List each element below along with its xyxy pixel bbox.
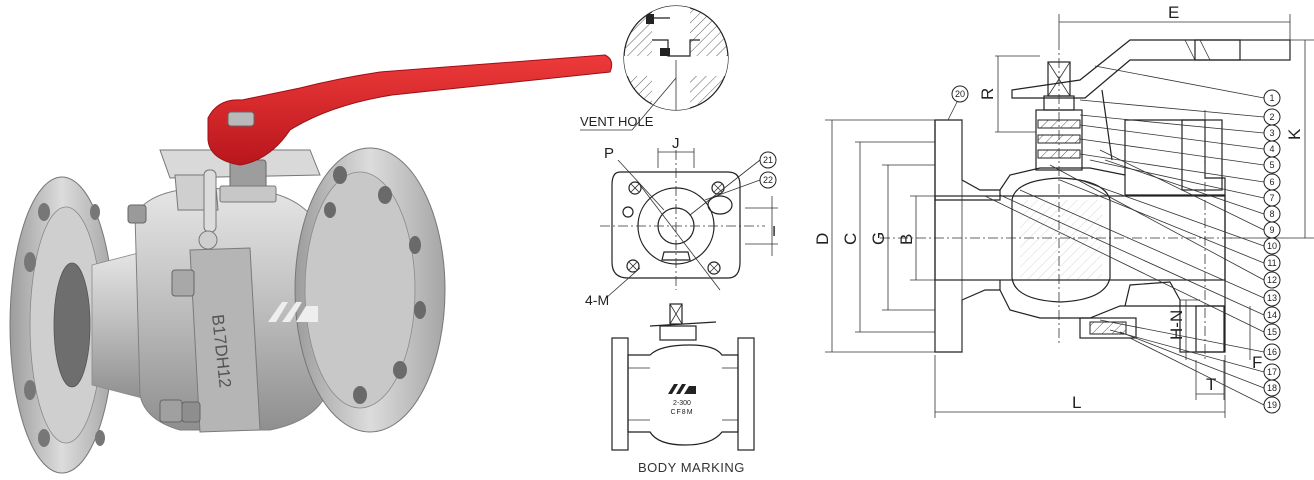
dim-j: J bbox=[672, 135, 680, 152]
svg-text:9: 9 bbox=[1269, 225, 1274, 235]
left-flange-bolt-holes bbox=[24, 203, 105, 447]
dim-k: K bbox=[1285, 128, 1304, 140]
svg-text:2: 2 bbox=[1269, 112, 1274, 122]
svg-text:7: 7 bbox=[1269, 193, 1274, 203]
callout-22: 22 bbox=[759, 171, 777, 189]
callout-17: 17 bbox=[1263, 363, 1281, 381]
svg-text:11: 11 bbox=[1267, 258, 1276, 268]
callout-20: 20 bbox=[951, 85, 969, 103]
svg-text:14: 14 bbox=[1267, 310, 1277, 320]
callout-15: 15 bbox=[1263, 323, 1281, 341]
svg-text:12: 12 bbox=[1267, 275, 1277, 285]
dim-r: R bbox=[978, 88, 997, 100]
callout-5: 5 bbox=[1263, 156, 1281, 174]
callout-19: 19 bbox=[1263, 396, 1281, 414]
bolt-label-4m: 4-M bbox=[585, 292, 609, 308]
right-flange-bolt-holes bbox=[324, 166, 426, 404]
dim-l: L bbox=[1072, 393, 1081, 412]
svg-text:15: 15 bbox=[1267, 327, 1277, 337]
callout-21: 21 bbox=[759, 151, 777, 169]
dim-t: T bbox=[1206, 375, 1216, 394]
callout-4: 4 bbox=[1263, 140, 1281, 158]
top-view-drawing: J P I 4-M 21 22 bbox=[585, 135, 778, 308]
callout-3: 3 bbox=[1263, 124, 1281, 142]
callout-2: 2 bbox=[1263, 108, 1281, 126]
dim-f: F bbox=[1252, 353, 1262, 372]
marking-plate-line2: CF8M bbox=[670, 409, 693, 416]
vent-hole-label: VENT HOLE bbox=[580, 114, 654, 129]
svg-text:21: 21 bbox=[763, 155, 773, 165]
svg-text:3: 3 bbox=[1269, 128, 1274, 138]
body-marking-caption: BODY MARKING bbox=[638, 460, 745, 475]
body-marking-drawing: 2-300 CF8M BODY MARKING bbox=[611, 303, 755, 475]
dim-c: C bbox=[841, 233, 860, 245]
callout-7: 7 bbox=[1263, 189, 1281, 207]
callout-18: 18 bbox=[1263, 379, 1281, 397]
svg-text:1: 1 bbox=[1269, 93, 1274, 103]
marking-plate-line1: 2-300 bbox=[673, 400, 691, 407]
red-lever-handle bbox=[207, 54, 613, 166]
callout-10: 10 bbox=[1263, 237, 1281, 255]
dim-g: G bbox=[869, 232, 888, 245]
cross-section-drawing: E R K D C G B H-N F T L 20 bbox=[813, 3, 1314, 418]
svg-text:16: 16 bbox=[1267, 347, 1277, 357]
callout-14: 14 bbox=[1263, 306, 1281, 324]
dim-h-n: H-N bbox=[1167, 310, 1186, 340]
dim-e: E bbox=[1168, 3, 1179, 22]
callout-1: 1 bbox=[1263, 89, 1281, 107]
vent-hole-detail: VENT HOLE bbox=[580, 5, 729, 131]
svg-text:22: 22 bbox=[763, 175, 773, 185]
left-bore bbox=[53, 262, 91, 388]
svg-text:13: 13 bbox=[1267, 293, 1277, 303]
svg-text:8: 8 bbox=[1269, 209, 1274, 219]
callout-13: 13 bbox=[1263, 289, 1281, 307]
callout-8: 8 bbox=[1263, 205, 1281, 223]
svg-text:6: 6 bbox=[1269, 177, 1274, 187]
svg-text:20: 20 bbox=[955, 89, 965, 99]
dim-p: P bbox=[604, 145, 614, 162]
callout-12: 12 bbox=[1263, 271, 1281, 289]
dim-i: I bbox=[772, 223, 776, 240]
brand-logo-icon bbox=[268, 302, 318, 322]
svg-text:19: 19 bbox=[1267, 400, 1277, 410]
ball-valve-photo: B17DH12 bbox=[9, 54, 613, 474]
body-bolts bbox=[127, 204, 201, 423]
callout-leaders bbox=[984, 65, 1265, 406]
marking-logo-icon bbox=[668, 384, 696, 394]
callout-16: 16 bbox=[1263, 343, 1281, 361]
svg-text:5: 5 bbox=[1269, 160, 1274, 170]
callout-11: 11 bbox=[1263, 254, 1281, 272]
dim-b: B bbox=[897, 234, 916, 245]
svg-text:17: 17 bbox=[1267, 367, 1277, 377]
svg-text:10: 10 bbox=[1267, 241, 1277, 251]
callout-9: 9 bbox=[1263, 221, 1281, 239]
dim-d: D bbox=[813, 233, 832, 245]
svg-text:4: 4 bbox=[1269, 144, 1274, 154]
svg-text:18: 18 bbox=[1267, 383, 1277, 393]
callout-6: 6 bbox=[1263, 173, 1281, 191]
dimension-lines bbox=[825, 14, 1314, 418]
